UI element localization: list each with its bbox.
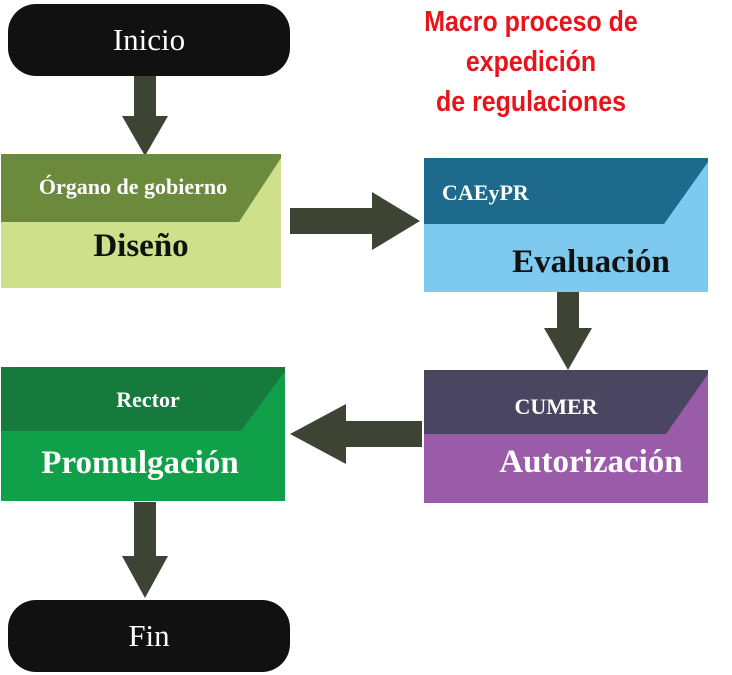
end-label: Fin (128, 618, 170, 653)
arrow-design-to-evaluation (290, 192, 420, 250)
step-promulgation-role: Rector (116, 387, 180, 412)
step-promulgation-stage: Promulgación (41, 445, 239, 481)
step-authorization-shape (424, 370, 708, 503)
step-design-stage: Diseño (93, 228, 189, 264)
arrow-evaluation-to-authorization (544, 292, 592, 370)
step-evaluation-shape (424, 158, 708, 292)
step-authorization: CUMER Autorización (424, 370, 708, 503)
step-design-top (1, 154, 281, 222)
step-authorization-role: CUMER (514, 394, 598, 419)
step-promulgation-shape (1, 367, 285, 501)
step-evaluation: CAEyPR Evaluación (424, 158, 708, 292)
start-label: Inicio (112, 22, 186, 57)
step-evaluation-role: CAEyPR (442, 180, 529, 205)
arrow-authorization-to-promulgation (290, 404, 422, 464)
step-promulgation-top (1, 367, 285, 431)
step-design-shape (1, 154, 281, 288)
end-terminal: Fin (8, 600, 290, 672)
step-promulgation: Rector Promulgación (1, 367, 285, 501)
step-evaluation-top (424, 158, 708, 224)
arrow-promulgation-to-end (122, 502, 168, 598)
step-evaluation-stage: Evaluación (512, 244, 670, 280)
start-terminal: Inicio (8, 4, 290, 76)
arrow-start-to-design (122, 76, 168, 156)
step-design: Órgano de gobierno Diseño (1, 154, 281, 288)
diagram-title: Macro proceso de expedición de regulacio… (358, 2, 704, 122)
step-authorization-top (424, 370, 708, 434)
step-authorization-stage: Autorización (499, 444, 683, 480)
step-design-role: Órgano de gobierno (38, 174, 228, 199)
title-line-2: de regulaciones (436, 86, 626, 118)
title-line-1: Macro proceso de expedición (424, 6, 638, 78)
